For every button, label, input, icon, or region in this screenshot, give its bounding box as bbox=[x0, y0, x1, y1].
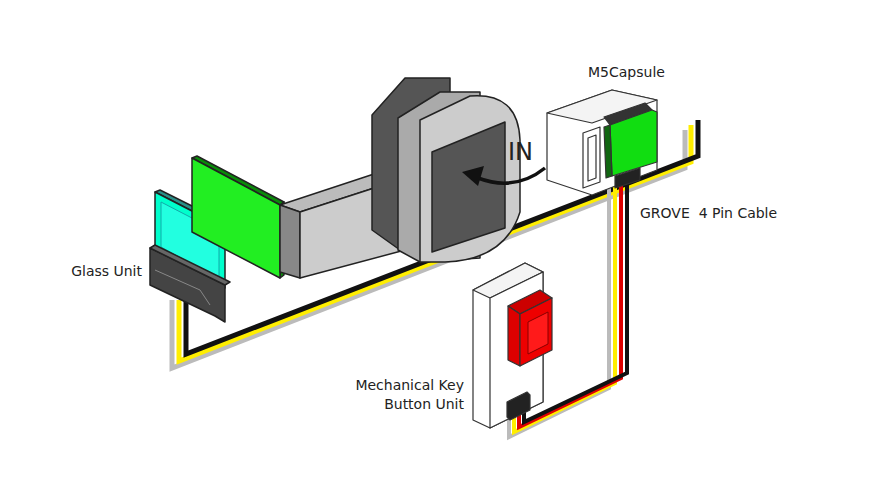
part-label: Mechanical Key Button Unit bbox=[330, 376, 464, 414]
part-label: GROVE 4 Pin Cable bbox=[640, 204, 777, 223]
part-label: Glass Unit bbox=[60, 262, 142, 281]
m5capsule-unit bbox=[547, 90, 657, 195]
in-arrow bbox=[462, 166, 545, 186]
button-unit bbox=[473, 263, 552, 428]
housing bbox=[372, 78, 520, 262]
part-label: M5Capsule bbox=[588, 63, 665, 82]
green-panel bbox=[192, 156, 284, 278]
flow-label: IN bbox=[508, 136, 533, 168]
